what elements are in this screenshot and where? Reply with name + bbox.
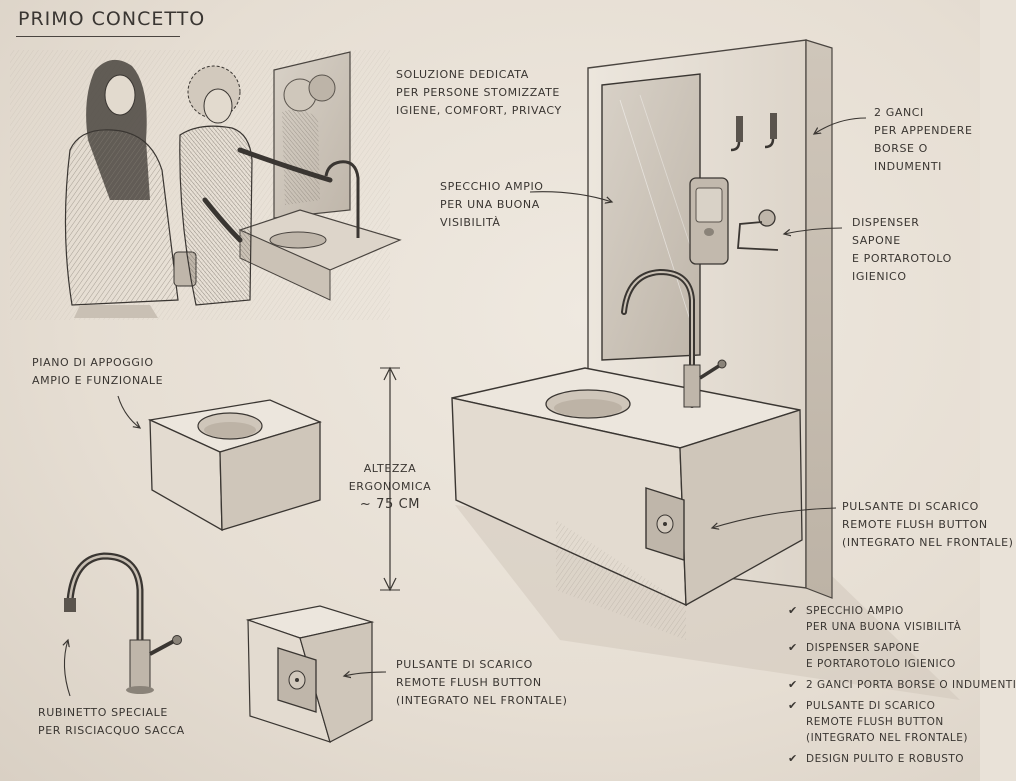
checkmark-icon: ✔ [788,641,798,654]
checkmark-icon: ✔ [788,604,798,617]
note-flush-detail: Pulsante di scarico remote flush button … [396,656,568,710]
note-line: per una buona [440,198,540,211]
title-underline [16,36,180,37]
note-intro: Soluzione dedicata per persone stomizzat… [396,66,562,120]
note-line: igiene, comfort, privacy [396,104,562,117]
note-line: Specchio ampio [440,180,544,193]
counter-block-detail [147,399,322,532]
note-faucet: Rubinetto speciale per risciacquo sacca [38,704,185,740]
note-line: borse o [874,142,928,155]
note-line: per risciacquo sacca [38,724,185,737]
checklist-item: ✔ Pulsante di scarico remote flush butto… [788,698,1016,746]
sketch-illustration [10,39,960,743]
note-line: remote flush button [396,676,542,689]
checklist-line: Dispenser sapone [806,642,920,654]
checkmark-icon: ✔ [788,699,798,712]
note-line: Dispenser [852,216,920,229]
note-hooks: 2 ganci per appendere borse o indumenti [874,104,973,176]
checkmark-icon: ✔ [788,678,798,691]
note-line: per appendere [874,124,973,137]
note-line: Altezza [363,462,417,475]
faucet-detail [64,552,182,694]
note-line: (integrato nel frontale) [842,536,1014,549]
checklist-line: 2 ganci porta borse o indumenti [806,679,1016,691]
note-line: e portarotolo [852,252,952,265]
note-line: per persone stomizzate [396,86,560,99]
checklist-item: ✔ Dispenser sapone e portarotolo igienic… [788,640,1016,672]
scene-figures-at-mirror [10,50,402,320]
note-line: ~ 75 cm [359,497,421,512]
note-line: indumenti [874,160,943,173]
checklist-item: ✔ 2 ganci porta borse o indumenti [788,677,1016,693]
checklist-line: (integrato nel frontale) [806,732,968,744]
note-line: visibilità [440,216,501,229]
note-line: Rubinetto speciale [38,706,168,719]
checklist-item: ✔ Design pulito e robusto [788,751,1016,767]
note-line: (integrato nel frontale) [396,694,568,707]
annotation-arrows [64,117,867,697]
note-line: sapone [852,234,901,247]
note-line: remote flush button [842,518,988,531]
note-line: ergonomica [348,480,432,493]
note-line: Soluzione dedicata [396,68,529,81]
note-line: Piano di appoggio [32,356,154,369]
feature-checklist: ✔ Specchio ampio per una buona visibilit… [788,603,1016,772]
note-line: Pulsante di scarico [396,658,533,671]
checkmark-icon: ✔ [788,752,798,765]
note-flush-main: Pulsante di scarico remote flush button … [842,498,1014,552]
note-counter: Piano di appoggio ampio e funzionale [32,354,163,390]
note-line: Pulsante di scarico [842,500,979,513]
checklist-line: e portarotolo igienico [806,658,956,670]
note-mirror: Specchio ampio per una buona visibilità [440,178,544,232]
note-height: Altezza ergonomica ~ 75 cm [346,460,434,514]
height-dimension [380,366,400,592]
flush-box-detail [245,605,375,743]
checklist-line: per una buona visibilità [806,621,962,633]
checklist-line: Design pulito e robusto [806,753,965,765]
note-line: 2 ganci [874,106,924,119]
checklist-line: Specchio ampio [806,605,904,617]
page-title: Primo Concetto [18,8,206,30]
note-dispenser: Dispenser sapone e portarotolo igienico [852,214,952,286]
checklist-line: Pulsante di scarico [806,700,936,712]
checklist-line: remote flush button [806,716,944,728]
note-line: igienico [852,270,907,283]
note-line: ampio e funzionale [32,374,164,387]
main-vanity [451,39,960,700]
checklist-item: ✔ Specchio ampio per una buona visibilit… [788,603,1016,635]
